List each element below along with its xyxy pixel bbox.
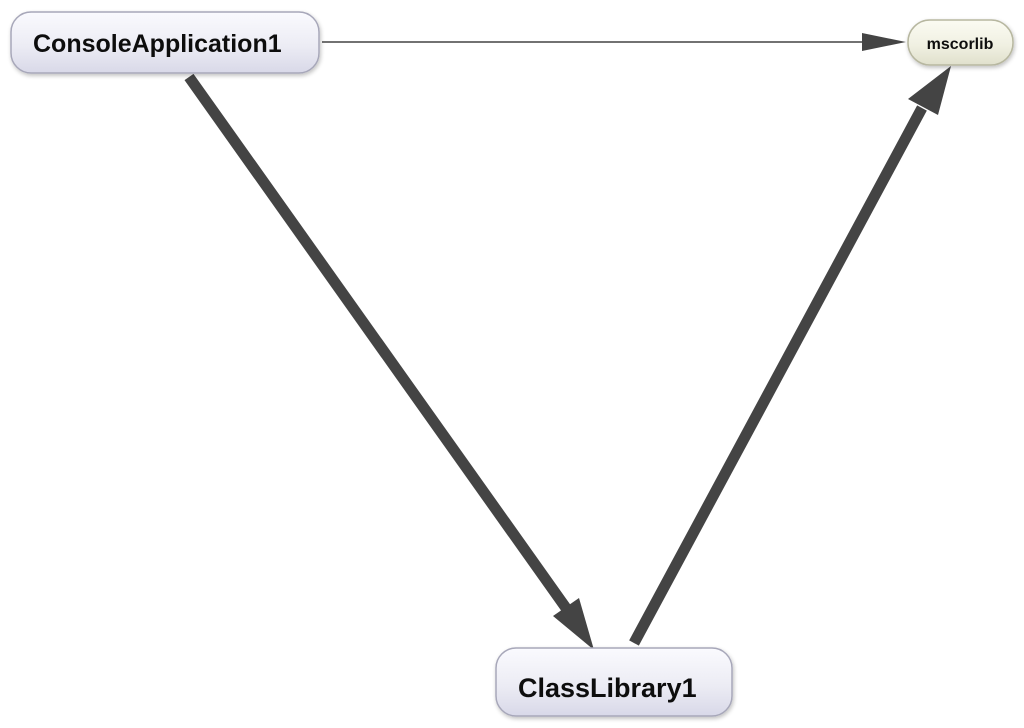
node-label: ClassLibrary1 xyxy=(518,673,697,703)
node-box xyxy=(495,647,733,717)
node-label: ConsoleApplication1 xyxy=(33,30,282,58)
arrowhead-icon xyxy=(862,33,906,51)
node-label: mscorlib xyxy=(927,36,994,53)
node-box xyxy=(10,11,320,74)
node-box xyxy=(907,19,1014,66)
edge-consoleapplication1-to-mscorlib[interactable] xyxy=(322,33,906,51)
arrowhead-icon xyxy=(553,598,594,650)
edge-line xyxy=(184,73,571,612)
edges xyxy=(184,33,951,650)
edge-classlibrary1-to-mscorlib[interactable] xyxy=(629,66,951,646)
node-classlibrary1[interactable]: ClassLibrary1 xyxy=(495,647,733,717)
edge-consoleapplication1-to-classlibrary1[interactable] xyxy=(184,73,594,650)
edge-line xyxy=(629,105,927,646)
node-mscorlib[interactable]: mscorlib xyxy=(907,19,1014,66)
arrowhead-icon xyxy=(908,66,951,115)
node-consoleapplication1[interactable]: ConsoleApplication1 xyxy=(10,11,320,74)
